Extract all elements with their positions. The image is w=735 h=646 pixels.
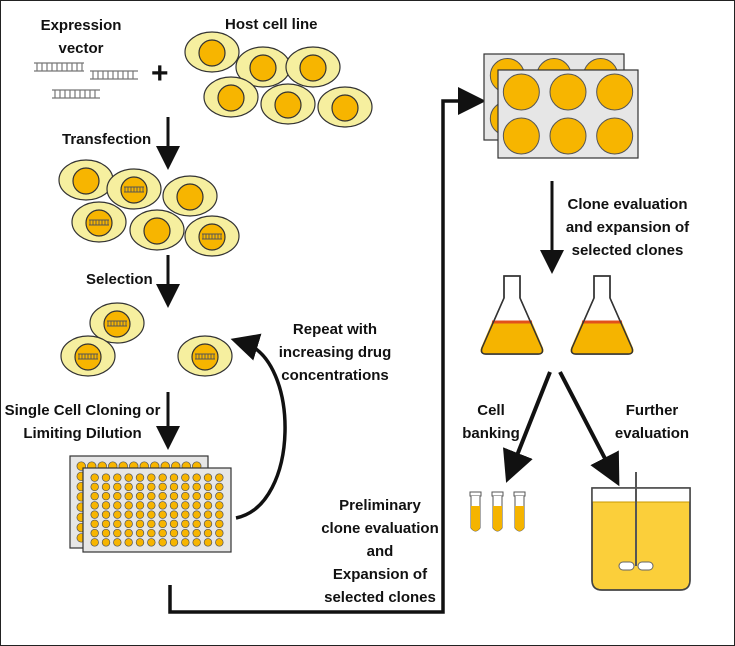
label-line: evaluation [614, 425, 690, 442]
label-line: Preliminary [339, 497, 421, 514]
label-line: increasing drug [278, 344, 392, 361]
dna-vector-icon [34, 62, 138, 99]
label-line: and [366, 543, 394, 560]
label-repeat: Repeat with increasing drug concentratio… [255, 318, 415, 387]
cell-icon [203, 76, 259, 118]
label-line: Expansion of [332, 566, 428, 583]
label-line: Single Cell Cloning or [4, 402, 161, 419]
cell-icon [184, 31, 240, 73]
label-line: clone evaluation [321, 520, 439, 537]
label-line: Limiting Dilution [23, 425, 142, 442]
label-line: Clone evaluation [567, 196, 688, 213]
label-line: Expression [40, 17, 122, 34]
test-tubes-icon [469, 491, 526, 532]
cell-icon [285, 46, 341, 88]
label-line: Further [625, 402, 679, 419]
label-host-cell-line: Host cell line [225, 16, 318, 33]
label-line: and expansion of [565, 219, 690, 236]
cell-icon [89, 302, 145, 344]
cell-icon [162, 175, 218, 217]
label-expression-vector: Expression vector [36, 14, 126, 60]
cell-icon [106, 168, 162, 210]
arrow-repeat [230, 333, 287, 520]
cell-icon [177, 335, 233, 377]
6-well-plates [483, 53, 639, 159]
label-line: selected clones [324, 589, 436, 606]
arrow-cell-banking [503, 371, 552, 483]
label-preliminary: Preliminary clone evaluation and Expansi… [300, 494, 460, 609]
96-well-plate [82, 467, 232, 553]
cell-icon [184, 215, 240, 257]
label-line: concentrations [281, 367, 389, 384]
cell-icon [260, 83, 316, 125]
bioreactor-icon [591, 472, 691, 591]
label-line: Cell [477, 402, 505, 419]
label-line: banking [462, 425, 520, 442]
label-line: vector [58, 40, 104, 57]
cell-icon [58, 159, 114, 201]
cell-icon [71, 201, 127, 243]
flask-icon [570, 275, 634, 355]
label-cell-banking: Cell banking [456, 399, 526, 445]
selected-cell-icons [60, 302, 233, 377]
cell-icon [317, 86, 373, 128]
label-transfection: Transfection [62, 131, 152, 148]
arrow-further-evaluation [558, 371, 620, 487]
label-clone-evaluation: Clone evaluation and expansion of select… [560, 193, 695, 262]
label-further-evaluation: Further evaluation [602, 399, 702, 445]
label-line: selected clones [571, 242, 684, 259]
flask-icon [480, 275, 544, 355]
transfected-cell-icons [58, 159, 240, 257]
label-line: Repeat with [292, 321, 378, 338]
arrow-to-6well [168, 87, 486, 614]
label-selection: Selection [86, 271, 153, 288]
cell-icon [129, 209, 185, 251]
label-single-cell-cloning: Single Cell Cloning or Limiting Dilution [0, 399, 165, 445]
6-well-plate [497, 69, 639, 159]
cell-icon [60, 335, 116, 377]
host-cell-icons [184, 31, 373, 128]
96-well-plates [69, 455, 232, 553]
plus-sign: + [151, 57, 169, 90]
